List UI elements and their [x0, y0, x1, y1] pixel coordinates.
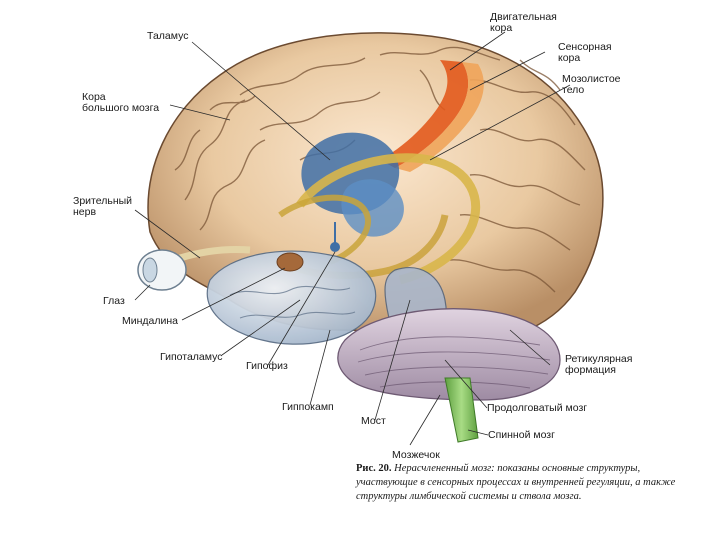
label-hippocampus: Гиппокамп	[282, 401, 334, 413]
amygdala-shape	[277, 253, 303, 271]
label-thalamus: Таламус	[147, 30, 188, 42]
label-reticular-formation: Ретикулярная формация	[565, 353, 635, 376]
caption-text: Нерасчлененный мозг: показаны основные с…	[356, 463, 675, 502]
label-pons: Мост	[361, 415, 386, 427]
label-pituitary: Гипофиз	[246, 360, 288, 372]
label-optic-nerve: Зрительный нерв	[73, 195, 135, 218]
label-cerebral-cortex: Кора большого мозга	[82, 91, 159, 114]
label-hypothalamus: Гипоталамус	[160, 351, 222, 363]
label-sensory-cortex: Сенсорная кора	[558, 41, 615, 64]
label-motor-cortex: Двигательная кора	[490, 11, 560, 34]
label-cerebellum: Мозжечок	[392, 449, 440, 461]
caption-number: Рис. 20.	[356, 463, 392, 474]
label-eye: Глаз	[103, 295, 125, 307]
label-amygdala: Миндалина	[122, 315, 178, 327]
figure-caption: Рис. 20. Нерасчлененный мозг: показаны о…	[356, 462, 676, 504]
label-corpus-callosum: Мозолистое тело	[562, 73, 623, 96]
label-spinal-cord: Спинной мозг	[488, 429, 555, 441]
eye-iris	[143, 258, 157, 282]
pituitary-shape	[330, 242, 340, 252]
label-medulla: Продолговатый мозг	[487, 402, 587, 414]
